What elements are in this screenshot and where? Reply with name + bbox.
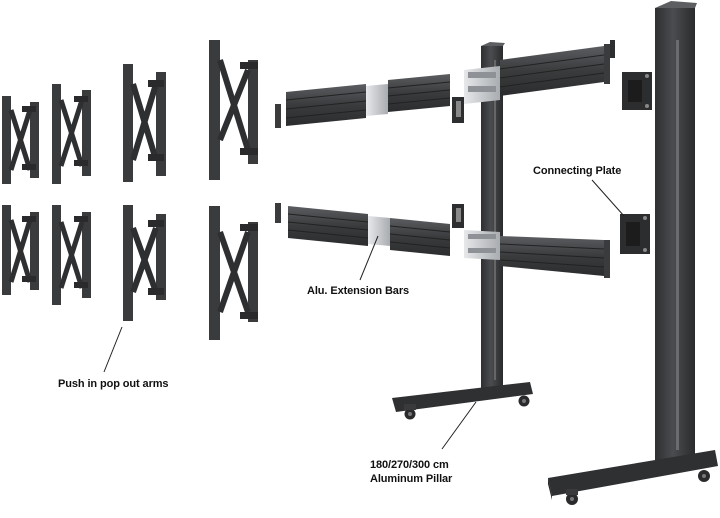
arm-top-1 <box>2 96 39 184</box>
connecting-plate-upper <box>622 72 652 110</box>
arm-bottom-1 <box>2 205 39 295</box>
leader-extension-bars <box>359 235 379 281</box>
upper-extension-bars <box>275 40 615 128</box>
arm-top-4 <box>209 40 258 180</box>
lower-extension-bars <box>275 203 610 278</box>
leader-arms <box>103 326 123 373</box>
extension-bars-label: Alu. Extension Bars <box>307 285 410 297</box>
pillar-label: 180/270/300 cm Aluminum Pillar <box>370 458 452 486</box>
leader-pillar <box>441 401 477 450</box>
back-pillar <box>392 42 533 420</box>
connecting-plate-label: Connecting Plate <box>533 165 622 177</box>
arm-bottom-3 <box>123 205 166 321</box>
arms-label: Push in pop out arms <box>58 378 169 390</box>
pillar-label-material: Aluminum Pillar <box>370 473 453 485</box>
leader-connecting-plate <box>591 179 625 217</box>
pillar-label-size: 180/270/300 cm <box>370 459 449 471</box>
leader-lines <box>103 179 625 450</box>
front-pillar <box>548 1 718 505</box>
arm-top-3 <box>123 64 166 182</box>
arm-bottom-2 <box>52 205 91 305</box>
arm-bottom-4 <box>209 206 258 340</box>
connecting-plate-lower <box>620 214 650 254</box>
arm-top-2 <box>52 84 91 184</box>
